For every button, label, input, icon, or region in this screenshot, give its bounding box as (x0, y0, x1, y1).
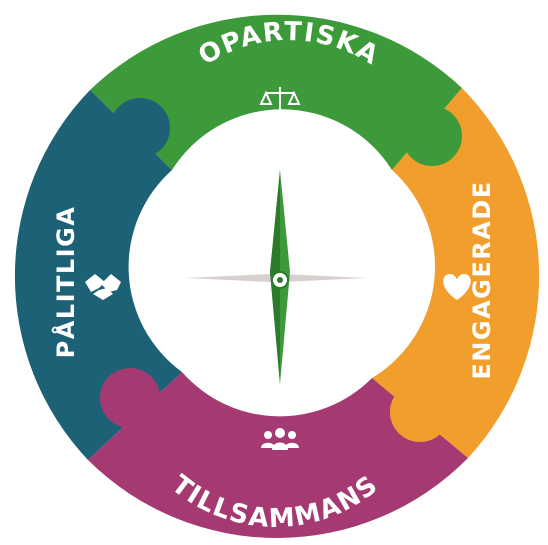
compass-rose (186, 170, 366, 384)
compass-icon-dot (277, 277, 283, 283)
puzzle-knob-top-right (402, 106, 462, 166)
segment-bottom (88, 372, 468, 538)
handshake-icon (85, 274, 121, 300)
scales-icon (259, 87, 301, 114)
heart-icon (443, 274, 471, 300)
segment-left (14, 90, 183, 460)
label-left: PÅLITLIGA (51, 206, 80, 359)
people-group-icon (261, 428, 299, 450)
label-right: ENGAGERADE (468, 180, 496, 379)
segment-right (372, 88, 540, 458)
puzzle-knob-bottom-right (390, 382, 450, 442)
puzzle-knob-top-left (110, 98, 170, 158)
puzzle-knob-bottom-left (100, 368, 160, 428)
